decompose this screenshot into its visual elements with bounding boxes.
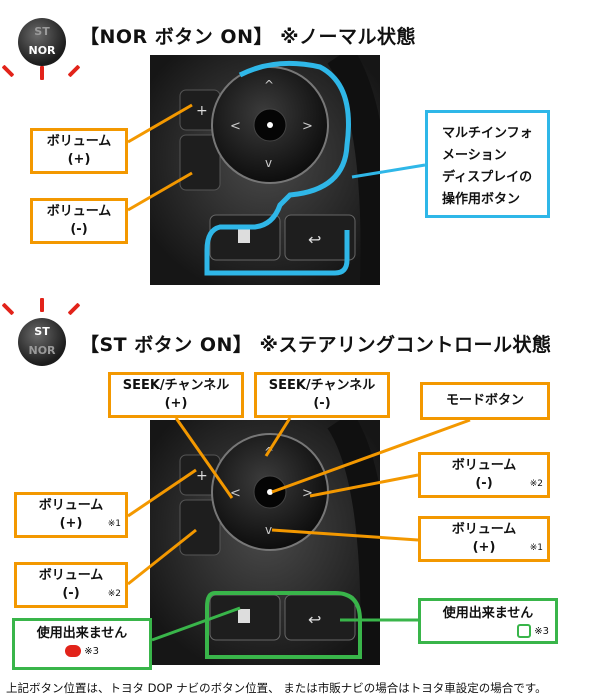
- svg-text:↩: ↩: [308, 610, 321, 629]
- pickup-note: ※3: [421, 623, 555, 641]
- bottom-buttons-highlight-outline: [205, 591, 362, 659]
- callout-line: (+): [164, 396, 188, 411]
- callout-line: ボリューム: [451, 458, 517, 473]
- callout-multi-info-display: マルチインフォ メーション ディスプレイの 操作用ボタン: [425, 110, 550, 218]
- callout-left-volume-minus: ボリューム (-) ※2: [14, 562, 128, 608]
- callout-mode-button: モードボタン: [420, 382, 550, 420]
- footer-note: 上記ボタン位置は、トヨタ DOP ナビのボタン位置、 または市販ナビの場合はトヨ…: [6, 681, 547, 695]
- callout-volume-minus-normal: ボリューム (-): [30, 198, 128, 244]
- callout-line: (-): [62, 586, 80, 601]
- callout-line: ボリューム: [451, 522, 517, 537]
- callout-line: 使用出来ません: [36, 626, 128, 641]
- callout-line: (-): [70, 222, 88, 237]
- badge-st-label: ST: [34, 25, 50, 38]
- callout-unavailable-hangup: 使用出来ません ※3: [12, 618, 152, 670]
- st-nor-switch-icon-steering: ST NOR: [18, 318, 66, 366]
- svg-text:v: v: [265, 156, 272, 170]
- callout-line: ボリューム: [46, 134, 112, 149]
- callout-line: ディスプレイの: [442, 170, 533, 185]
- hangup-note: ※3: [15, 643, 149, 661]
- callout-right-volume-minus: ボリューム (-) ※2: [418, 452, 550, 498]
- svg-text:>: >: [302, 486, 313, 501]
- badge-nor-label: NOR: [28, 344, 56, 357]
- callout-unavailable-pickup: 使用出来ません ※3: [418, 598, 558, 644]
- callout-line: ボリューム: [46, 204, 112, 219]
- svg-text:+: +: [196, 468, 208, 484]
- svg-text:^: ^: [264, 78, 274, 92]
- callout-line: (+): [472, 540, 496, 555]
- st-nor-switch-icon-normal: ST NOR: [18, 18, 66, 66]
- callout-line: (-): [313, 396, 331, 411]
- footnote-mark: ※3: [84, 646, 99, 657]
- callout-line: 操作用ボタン: [442, 192, 521, 207]
- phone-hangup-icon: [65, 645, 82, 657]
- callout-volume-plus-normal: ボリューム (+): [30, 128, 128, 174]
- badge-st-label: ST: [34, 325, 50, 338]
- section1-title: 【NOR ボタン ON】 ※ノーマル状態: [80, 26, 417, 48]
- callout-leaders-1: [127, 103, 426, 212]
- callout-line: 使用出来ません: [442, 606, 534, 621]
- footnote-mark: ※2: [529, 479, 543, 489]
- svg-text:>: >: [302, 119, 313, 134]
- callout-line: (-): [475, 476, 493, 491]
- section2-title: 【ST ボタン ON】 ※ステアリングコントロール状態: [80, 334, 552, 356]
- callout-line: ボリューム: [38, 568, 104, 583]
- footnote-mark: ※1: [529, 543, 543, 553]
- badge-nor-label: NOR: [28, 44, 56, 57]
- footnote-mark: ※2: [107, 589, 121, 599]
- callout-line: マルチインフォ: [442, 126, 533, 141]
- callout-left-volume-plus: ボリューム (+) ※1: [14, 492, 128, 538]
- callout-line: (+): [67, 152, 91, 167]
- callout-seek-minus: SEEK/チャンネル (-): [254, 372, 390, 418]
- phone-pickup-icon: [517, 624, 532, 638]
- callout-line: モードボタン: [445, 393, 524, 408]
- svg-text:<: <: [230, 486, 241, 501]
- footnote-mark: ※1: [107, 519, 121, 529]
- callout-line: SEEK/チャンネル: [122, 378, 230, 393]
- svg-text:↩: ↩: [308, 230, 321, 249]
- callout-line: SEEK/チャンネル: [268, 378, 376, 393]
- callout-line: メーション: [442, 148, 507, 163]
- callout-line: ボリューム: [38, 498, 104, 513]
- callout-right-volume-plus: ボリューム (+) ※1: [418, 516, 550, 562]
- svg-text:v: v: [265, 523, 272, 537]
- callout-seek-plus: SEEK/チャンネル (+): [108, 372, 244, 418]
- svg-text:+: +: [196, 103, 208, 119]
- svg-text:<: <: [230, 119, 241, 134]
- steering-switch-photo-steering: + ^ < > v ↩: [150, 420, 380, 665]
- footnote-mark: ※3: [534, 626, 549, 637]
- dial-highlight-outline: [204, 60, 351, 276]
- callout-line: (+): [59, 516, 83, 531]
